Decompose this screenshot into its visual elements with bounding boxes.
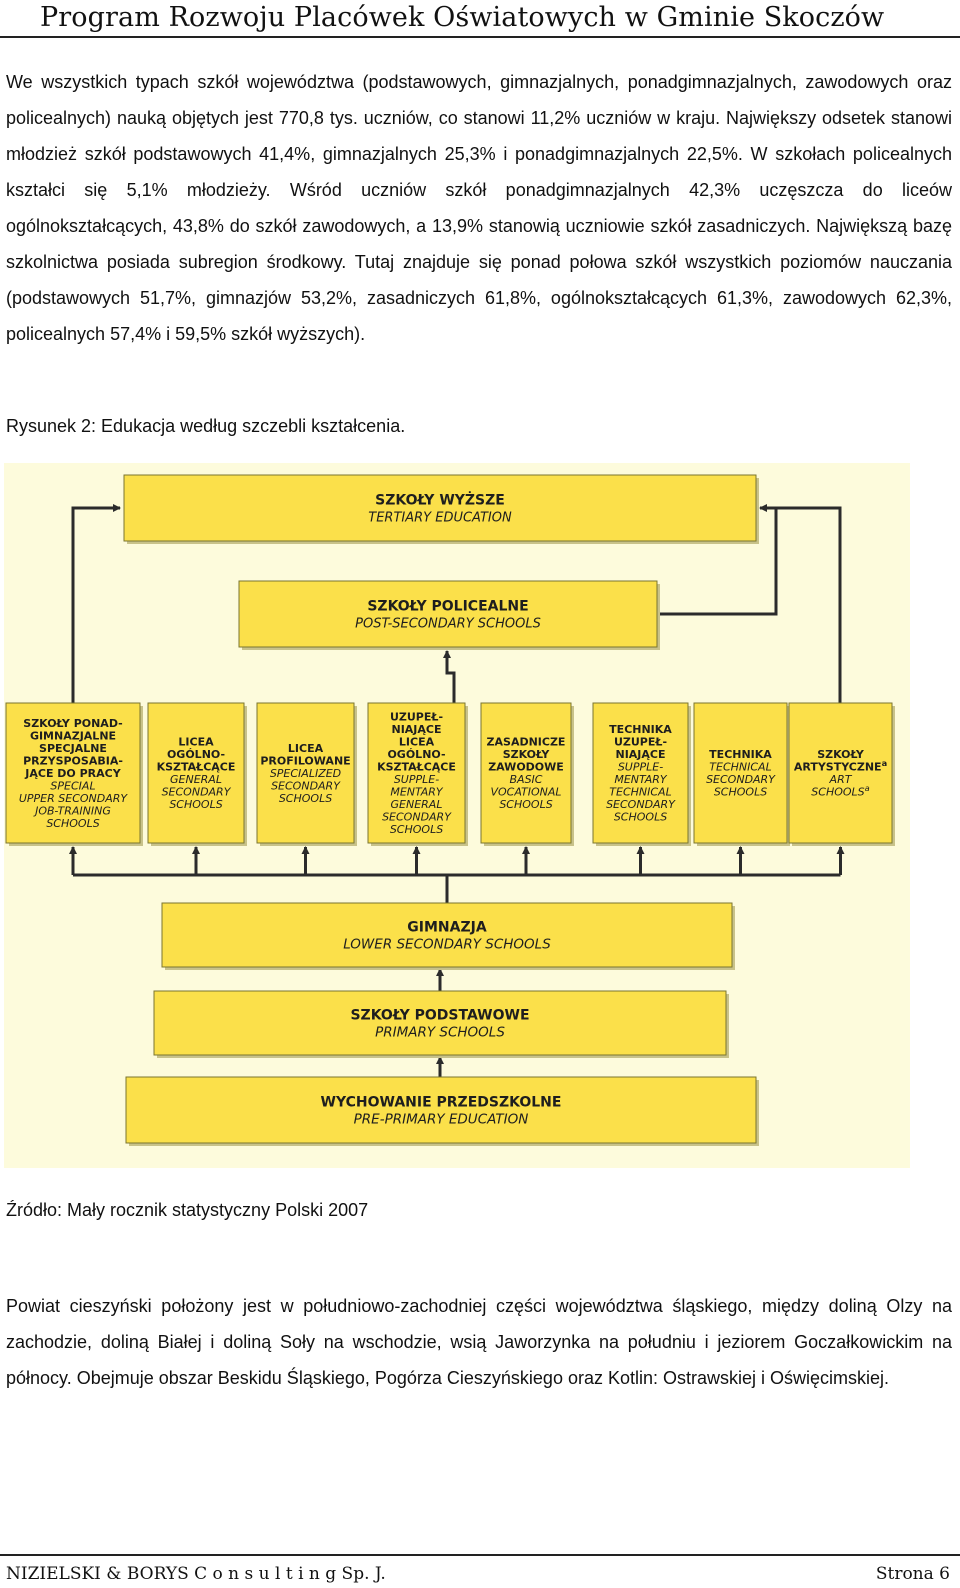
box-label-pl: SZKOŁY [503,748,551,761]
box-label-en: BASIC [510,773,543,786]
box-general: LICEAOGÓLNO-KSZTAŁCĄCEGENERALSECONDARYSC… [147,702,247,846]
box-label-en: VOCATIONAL [490,786,561,799]
diagram-connectors [69,504,845,1077]
box-label-en: SECONDARY [162,786,232,799]
box-label-en: SCHOOLS [46,817,99,830]
box-label-pl: PRZYSPOSABIA- [23,754,123,767]
header-title: Program Rozwoju Placówek Oświatowych w G… [40,2,885,33]
box-label-en: PRE-PRIMARY EDUCATION [354,1112,529,1128]
education-levels-diagram: SZKOŁY WYŻSZE TERTIARY EDUCATION SZKOŁY PO… [4,463,910,1168]
box-label-en: GENERAL [391,798,443,811]
box-label-pl: SPECJALNE [39,742,107,755]
box-label-en: SECONDARY [271,779,341,792]
box-label-en: UPPER SECONDARY [19,792,129,805]
connector-right-to-tertiary [760,506,842,703]
box-label-pl: GIMNAZJALNE [30,729,116,742]
footer-page-number: Strona 6 [875,1564,950,1584]
box-label-en: ART [829,773,853,786]
box-label-pl: LICEA [178,736,214,749]
box-label-en: SCHOOLSa [811,783,869,798]
box-label-en: LOWER SECONDARY SCHOOLS [343,937,551,953]
box-label-en: SPECIALIZED [270,767,341,780]
box-label-pl: NIAJĄCE [615,748,665,761]
box-label-pl: JĄCE DO PRACY [24,767,121,780]
box-label-pl: ZASADNICZE [487,736,566,749]
box-label-pl: UZUPEŁ- [390,711,443,724]
box-label-pl: WYCHOWANIE PRZEDSZKOLNE [321,1095,562,1111]
box-label-pl: NIAJĄCE [391,723,441,736]
box-label-en: TERTIARY EDUCATION [368,511,512,526]
box-specialized: LICEAPROFILOWANESPECIALIZEDSECONDARYSCHO… [256,702,357,846]
box-label-en: TECHNICAL [609,786,671,799]
box-label-pl: TECHNIKA [709,748,772,761]
box-supp-technical: TECHNIKAUZUPEŁ-NIAJĄCESUPPLE-MENTARYTECH… [592,702,691,846]
box-basic-vocational: ZASADNICZESZKOŁYZAWODOWEBASICVOCATIONALS… [480,702,574,846]
figure-source: Źródło: Mały rocznik statystyczny Polski… [6,1200,369,1220]
diagram-boxes: SZKOŁY WYŻSZE TERTIARY EDUCATION SZKOŁY PO… [5,474,895,1146]
box-label-en: SECONDARY [706,773,776,786]
box-label-en: SCHOOLS [169,798,222,811]
box-label-en: SCHOOLS [279,792,332,805]
paragraph-cieszyn-county: Powiat cieszyński położony jest w połudn… [6,1296,952,1388]
box-label-en: SECONDARY [606,798,676,811]
box-label-en: SUPPLE- [394,773,439,786]
page-footer: NIZIELSKI & BORYS C o n s u l t i n g Sp… [0,1554,960,1588]
footer-company: NIZIELSKI & BORYS C o n s u l t i n g Sp… [6,1564,386,1584]
box-label-pl: KSZTAŁCĄCE [377,761,456,774]
box-label-pl: ARTYSTYCZNEa [794,758,887,773]
box-label-en: SCHOOLS [390,823,443,836]
box-label-en: SCHOOLS [714,786,767,799]
box-label-en: SCHOOLS [614,811,667,824]
box-label-en: PRIMARY SCHOOLS [375,1025,505,1041]
box-label-en: SPECIAL [50,779,95,792]
box-label-pl: GIMNAZJA [407,920,487,936]
box-label-en: MENTARY [390,786,444,799]
box-supplementary: UZUPEŁ-NIAJĄCELICEAOGÓLNO-KSZTAŁCĄCESUPP… [367,702,468,846]
box-label-pl: UZUPEŁ- [614,736,667,749]
box-label-en: TECHNICAL [709,761,771,774]
page-header: Program Rozwoju Placówek Oświatowych w G… [0,0,960,38]
connector-left-to-tertiary [71,504,121,703]
box-label-en: POST-SECONDARY SCHOOLS [355,617,541,632]
box-tertiary: SZKOŁY WYŻSZE TERTIARY EDUCATION [123,474,759,544]
box-label-en: SECONDARY [382,811,452,824]
box-label-en: MENTARY [614,773,668,786]
box-label-pl: SZKOŁY WYŻSZE [375,492,505,509]
paragraph-education-stats: We wszystkich typach szkół województwa (… [6,72,952,344]
box-label-pl: SZKOŁY POLICEALNE [367,599,528,615]
box-postsecondary: SZKOŁY POLICEALNE POST-SECONDARY SCHOOLS [238,580,660,650]
box-label-pl: ZAWODOWE [488,761,564,774]
box-label-pl: SZKOŁY PONAD- [23,717,122,730]
box-label-pl: LICEA [288,742,324,755]
box-label-pl: OGÓLNO- [387,748,445,761]
box-label-pl: TECHNIKA [609,723,672,736]
box-special: SZKOŁY PONAD-GIMNAZJALNESPECJALNEPRZYSPO… [5,702,143,846]
connector-to-postsecondary [443,650,456,703]
box-label-pl: OGÓLNO- [167,748,225,761]
box-label-en: SCHOOLS [499,798,552,811]
box-label-en: JOB-TRAINING [33,804,111,817]
box-label-pl: KSZTAŁCĄCE [157,761,236,774]
box-label-pl: SZKOŁY PODSTAWOWE [350,1008,529,1024]
box-label-pl: PROFILOWANE [260,754,350,767]
box-label-pl: LICEA [399,736,435,749]
figure-caption: Rysunek 2: Edukacja według szczebli kszt… [6,416,406,436]
box-label-pl: SZKOŁY [817,748,865,761]
box-label-en: GENERAL [170,773,222,786]
box-label-en: SUPPLE- [618,761,663,774]
